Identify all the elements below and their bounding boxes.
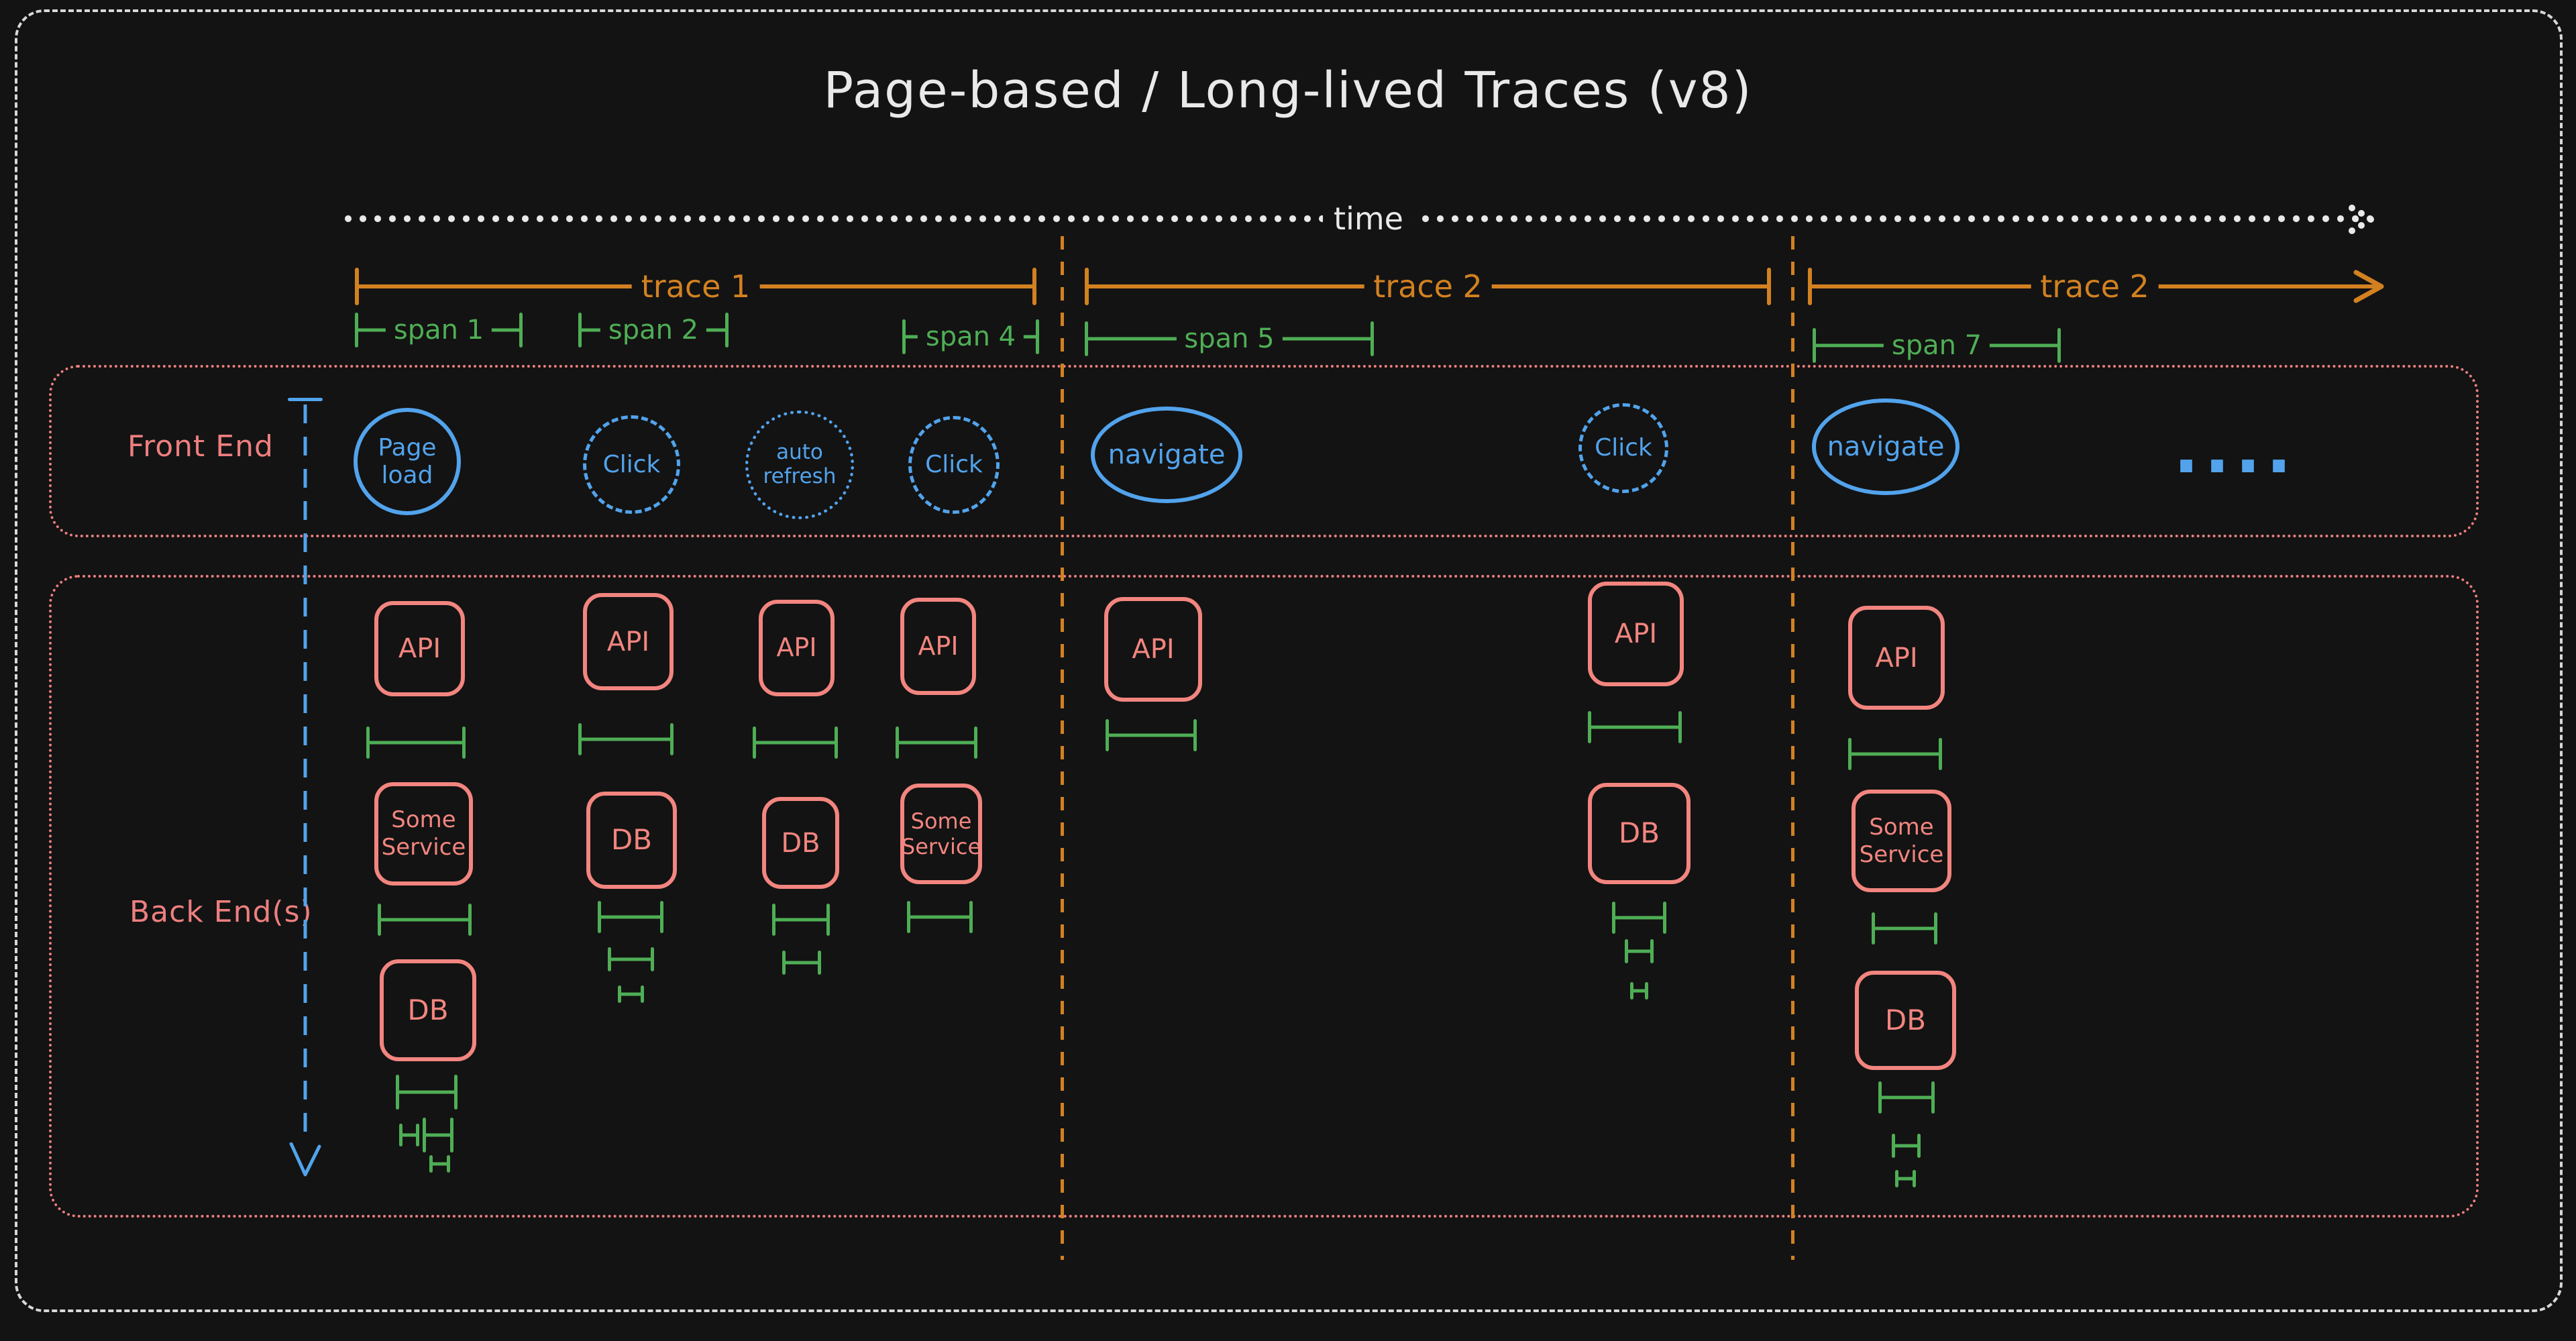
backend-span-bracket: [1848, 738, 1942, 770]
event-node-page-load: Page load: [354, 408, 461, 515]
event-node-click-1: Click: [583, 415, 680, 514]
backend-span-bracket: [399, 1124, 419, 1146]
backend-span-bracket: [896, 727, 977, 759]
backend-span-bracket: [366, 727, 466, 759]
backend-span-bracket: [1612, 902, 1666, 934]
backend-box-api: API: [1588, 582, 1684, 686]
backend-box-db: DB: [586, 792, 677, 889]
backend-box-db: DB: [762, 797, 839, 889]
event-node-click-2: Click: [908, 416, 1000, 514]
trace-label: trace 2: [2031, 268, 2159, 305]
backend-span-bracket: [753, 727, 838, 759]
time-axis-label: time: [1323, 201, 1414, 237]
backend-box-db: DB: [1855, 971, 1956, 1070]
backend-span-bracket: [1895, 1170, 1916, 1187]
event-label: auto refresh: [763, 440, 837, 488]
span-label: span 5: [1176, 323, 1283, 354]
backend-span-bracket: [1878, 1081, 1935, 1114]
backend-span-bracket: [378, 904, 472, 936]
backend-box-db: DB: [380, 959, 476, 1061]
span-bracket-7: span 7: [1813, 328, 2061, 363]
event-label: ....: [2174, 410, 2297, 488]
arrow-start-cap: [288, 398, 323, 401]
span-bracket-4: span 4: [902, 319, 1039, 354]
backend-span-bracket: [1106, 719, 1197, 751]
backend-box-some-service: Some Service: [1851, 790, 1951, 892]
trace-arrowhead-icon: [2353, 270, 2384, 303]
trace-label: trace 2: [1364, 268, 1492, 305]
time-axis-end-sparkle-icon: [2349, 205, 2374, 234]
backend-span-bracket: [1588, 711, 1682, 743]
backend-span-bracket: [782, 951, 821, 975]
arrow-head-icon: [289, 1142, 321, 1177]
diagram-title: Page-based / Long-lived Traces (v8): [823, 62, 1753, 119]
backend-box-some-service: Some Service: [374, 782, 473, 886]
event-label: Click: [1595, 434, 1652, 462]
span-label: span 7: [1883, 330, 1990, 361]
event-label: navigate: [1108, 439, 1226, 470]
trace-bar-1: trace 1: [355, 268, 1036, 305]
span-label: span 2: [600, 315, 707, 345]
span-label: span 1: [385, 315, 492, 345]
span-bracket-1: span 1: [355, 313, 523, 347]
event-label: navigate: [1827, 431, 1945, 462]
front-end-lane-box: [49, 365, 2479, 537]
time-axis-dotted-line: time: [345, 201, 2377, 237]
back-end-lane-label: Back End(s): [129, 895, 313, 929]
backend-box-api: API: [374, 601, 465, 696]
backend-span-bracket: [618, 985, 644, 1003]
backend-box-api: API: [1848, 606, 1945, 710]
backend-box-some-service: Some Service: [900, 784, 982, 884]
span-bracket-2: span 2: [578, 313, 729, 347]
backend-box-api: API: [583, 593, 674, 690]
back-end-lane-box: [49, 575, 2479, 1218]
backend-box-api: API: [759, 600, 835, 696]
trace-bar-2: trace 2: [1085, 268, 1771, 305]
event-node-navigate-2: navigate: [1812, 398, 1960, 495]
page-lifetime-arrow: [288, 398, 323, 1177]
arrow-dashed-line: [303, 405, 307, 1141]
backend-span-bracket: [423, 1118, 453, 1152]
backend-box-db: DB: [1588, 783, 1690, 884]
backend-span-bracket: [772, 904, 830, 936]
event-label: Click: [602, 450, 661, 478]
backend-span-bracket: [907, 901, 973, 933]
trace-divider-2: [1791, 236, 1794, 1260]
backend-span-bracket: [578, 723, 674, 755]
backend-box-api: API: [1104, 597, 1202, 702]
front-end-lane-label: Front End: [127, 429, 274, 464]
trace-divider-1: [1061, 236, 1064, 1260]
backend-span-bracket: [396, 1075, 458, 1110]
span-bracket-5: span 5: [1085, 321, 1374, 356]
ellipsis-dots: ....: [2174, 416, 2297, 483]
event-label: Click: [925, 451, 983, 479]
event-node-click-3: Click: [1578, 403, 1668, 493]
span-label: span 4: [917, 321, 1024, 352]
backend-span-bracket: [598, 901, 663, 933]
backend-span-bracket: [1625, 939, 1654, 963]
backend-span-bracket: [608, 947, 654, 971]
outer-dashed-border: [15, 9, 2563, 1312]
backend-span-bracket: [429, 1155, 450, 1173]
backend-span-bracket: [1892, 1134, 1921, 1158]
event-node-auto-refresh: auto refresh: [745, 411, 854, 519]
backend-span-bracket: [1872, 912, 1937, 945]
event-node-navigate-1: navigate: [1091, 407, 1242, 503]
trace-bar-3: trace 2: [1808, 268, 2384, 305]
trace-label: trace 1: [631, 268, 760, 305]
backend-span-bracket: [1630, 982, 1648, 1000]
event-label: Page load: [378, 433, 437, 489]
backend-box-api: API: [900, 598, 976, 695]
